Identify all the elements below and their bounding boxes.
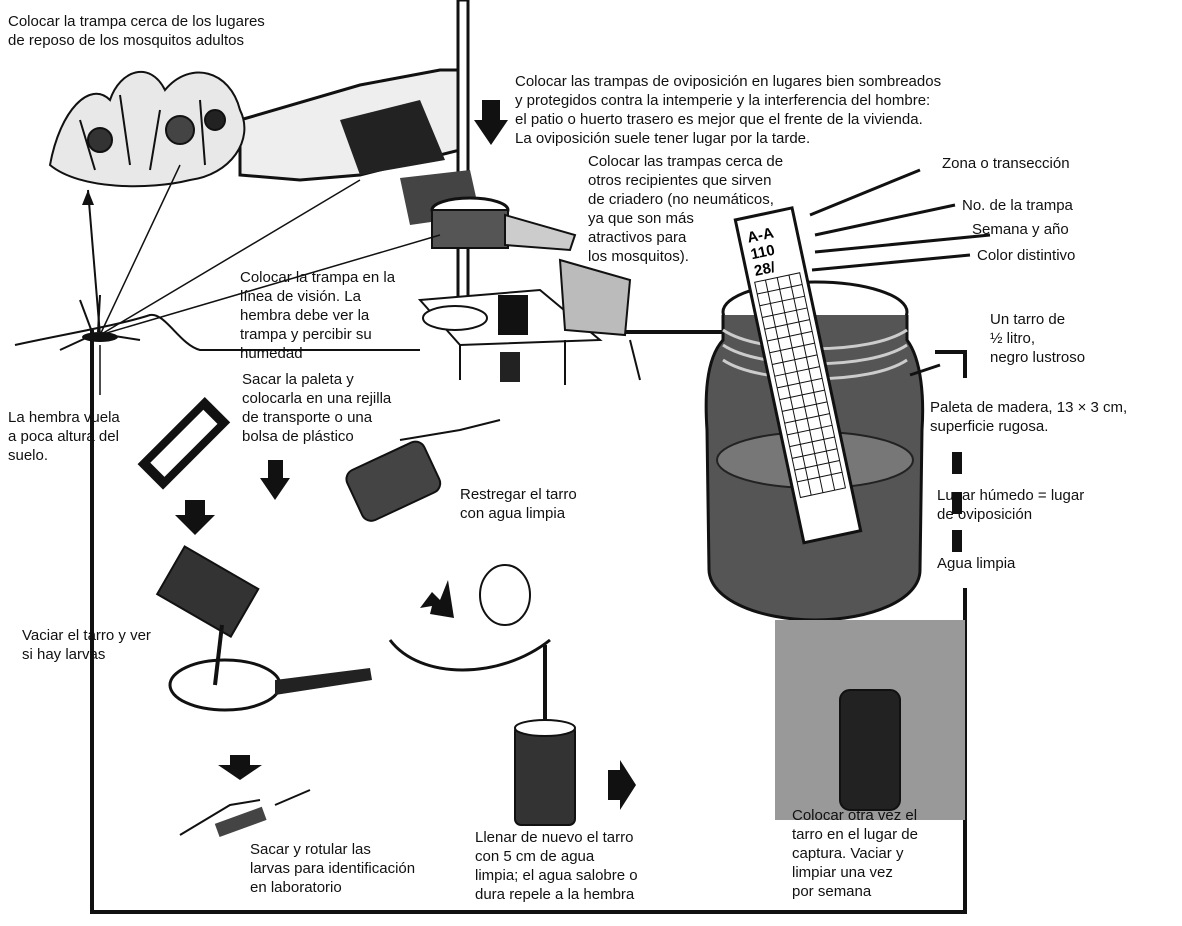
label-resting-sites: Colocar la trampa cerca de los lugares d… — [8, 13, 265, 49]
label-trap-number: No. de la trampa — [962, 197, 1073, 214]
dash-3 — [952, 530, 962, 552]
label-line-of-sight: Colocar la trampa en la línea de visión.… — [240, 269, 396, 362]
dash-1 — [952, 452, 962, 474]
house-illustration — [238, 0, 641, 385]
label-clean-water: Agua limpia — [937, 555, 1016, 572]
label-replace: Colocar otra vez el tarro en el lugar de… — [792, 807, 918, 900]
arrow-down-3 — [175, 500, 215, 535]
label-remove-paddle: Sacar la paleta y colocarla en una rejil… — [242, 371, 392, 445]
label-scrub: Restregar el tarro con agua limpia — [460, 486, 577, 522]
paddle-mark-zone: A-A — [746, 224, 776, 246]
label-refill: Llenar de nuevo el tarro con 5 cm de agu… — [475, 829, 638, 903]
label-paddle: Paleta de madera, 13 × 3 cm, superficie … — [930, 399, 1128, 435]
process-steps — [137, 396, 965, 838]
label-color: Color distintivo — [977, 247, 1076, 264]
label-shaded-places: Colocar las trampas de oviposición en lu… — [515, 73, 942, 147]
label-week-year: Semana y año — [972, 221, 1069, 238]
arrow-down-4 — [218, 755, 262, 780]
ovitrap-jar: A-A 110 28/ — [704, 168, 991, 622]
flow-arrows — [175, 100, 962, 810]
dash-2 — [952, 492, 962, 514]
arrow-left-1 — [420, 580, 454, 618]
paddle-mark-number: 110 — [749, 242, 776, 264]
label-empty-jar: Vaciar el tarro y ver si hay larvas — [22, 627, 151, 663]
label-jar: Un tarro de ½ litro, negro lustroso — [990, 311, 1086, 366]
label-zone: Zona o transección — [942, 155, 1070, 172]
arrow-right-1 — [608, 760, 636, 810]
label-larvae: Sacar y rotular las larvas para identifi… — [250, 841, 416, 896]
label-female-flies: La hembra vuela a poca altura del suelo. — [8, 409, 120, 464]
bushes-illustration — [48, 70, 246, 188]
label-near-containers: Colocar las trampas cerca de otros recip… — [588, 153, 784, 265]
arrow-down-1 — [474, 100, 508, 145]
mosquito-scene — [14, 164, 441, 395]
label-humid-site: Lugar húmedo = lugar de oviposición — [937, 487, 1085, 523]
paddle-mark-week: 28/ — [753, 259, 778, 280]
arrow-down-2 — [260, 460, 290, 500]
